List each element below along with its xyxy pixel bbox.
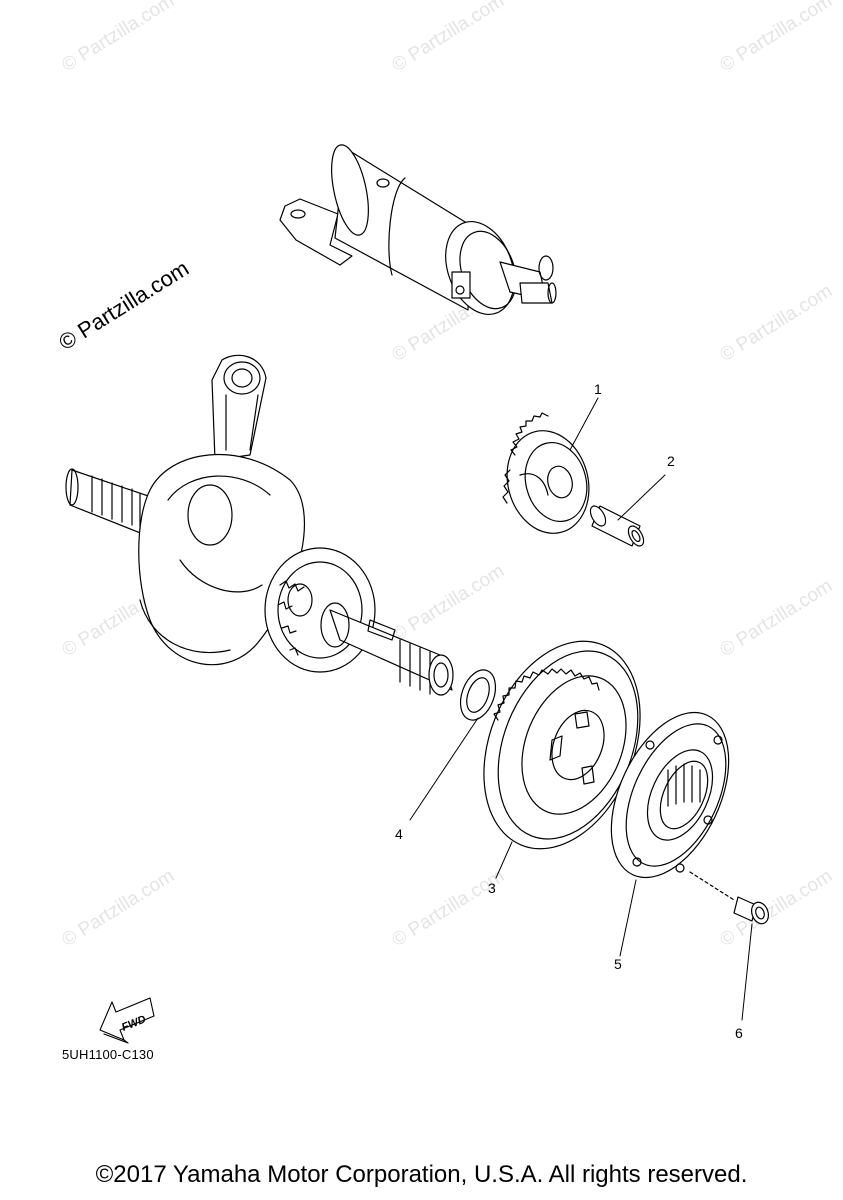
callout-5: 5	[614, 956, 622, 972]
diagram-code: 5UH1100-C130	[62, 1047, 154, 1062]
callout-3: 3	[488, 880, 496, 896]
starter-clutch	[610, 711, 730, 879]
callout-1: 1	[594, 381, 602, 397]
callout-6: 6	[735, 1025, 743, 1041]
idle-gear	[502, 412, 590, 534]
fwd-arrow-icon	[99, 997, 155, 1044]
pin-shaft	[589, 505, 645, 547]
leader-lines	[409, 397, 753, 1021]
callout-4: 4	[395, 826, 403, 842]
callout-2: 2	[667, 453, 675, 469]
copyright-notice: ©2017 Yamaha Motor Corporation, U.S.A. A…	[95, 1161, 748, 1188]
washer	[459, 669, 497, 721]
bolt	[689, 871, 770, 925]
starter-motor	[279, 144, 557, 316]
crankshaft	[65, 354, 454, 696]
